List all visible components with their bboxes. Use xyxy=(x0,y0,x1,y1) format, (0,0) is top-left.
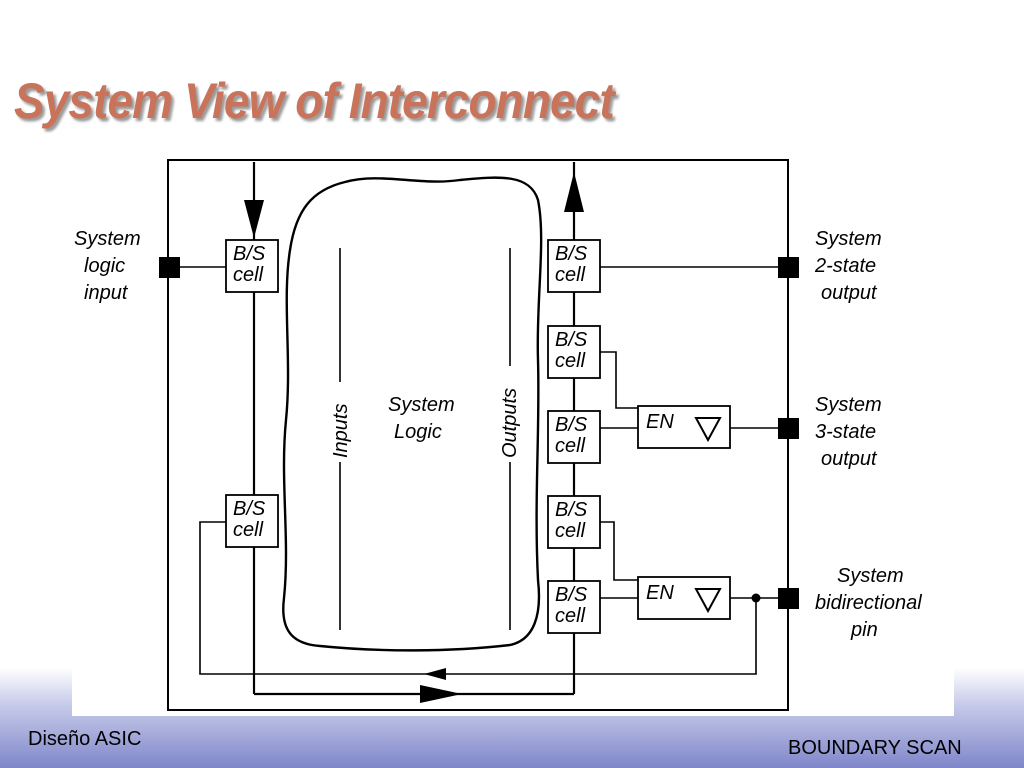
bs-cell-bidir-enable: B/S cell xyxy=(547,495,601,549)
logic-input-label-3: input xyxy=(84,282,129,304)
bs-cell-bidir-data: B/S cell xyxy=(547,580,601,634)
bs-cell-label: B/S xyxy=(233,243,266,265)
outputs-label: Outputs xyxy=(499,388,521,458)
bs-cell-label: cell xyxy=(555,605,586,627)
bs-cell-label: cell xyxy=(555,264,586,286)
buffer-triangle-icon xyxy=(694,588,722,614)
system-logic-label-2: Logic xyxy=(394,421,442,443)
enable-label: EN xyxy=(646,411,674,433)
system-logic-blob xyxy=(282,176,543,652)
enable-label: EN xyxy=(646,582,674,604)
bs-cell-two-state-output: B/S cell xyxy=(547,239,601,293)
tdi-arrow-icon xyxy=(244,200,264,238)
three-state-output-pin xyxy=(778,418,799,439)
bs-cell-label: B/S xyxy=(555,499,588,521)
bidir-buffer: EN xyxy=(637,576,731,620)
bidir-enable-wire xyxy=(600,521,638,581)
bs-cell-bidir-input: B/S cell xyxy=(225,494,279,548)
bs-cell-three-state-enable: B/S cell xyxy=(547,325,601,379)
boundary-scan-diagram: B/S cell B/S cell B/S cell B/S cell B/S … xyxy=(74,159,922,711)
bidir-label-1: System xyxy=(837,565,904,587)
logic-input-label-2: logic xyxy=(84,255,125,277)
bidir-junction-dot xyxy=(751,593,761,603)
three-state-enable-wire xyxy=(600,351,638,409)
bs-cell-label: B/S xyxy=(233,498,266,520)
scan-bottom-arrow-icon xyxy=(420,685,462,703)
two-state-label-3: output xyxy=(821,282,878,304)
bs-cell-label: B/S xyxy=(555,329,588,351)
bs-cell-label: cell xyxy=(555,350,586,372)
buffer-triangle-icon xyxy=(694,417,722,443)
two-state-output-pin xyxy=(778,257,799,278)
bs-cell-label: cell xyxy=(233,264,264,286)
two-state-label-2: 2-state xyxy=(814,255,876,277)
inputs-label: Inputs xyxy=(330,404,352,458)
three-state-label-2: 3-state xyxy=(815,421,876,443)
bs-cell-label: cell xyxy=(555,435,586,457)
bs-cell-label: B/S xyxy=(555,414,588,436)
system-logic-label-1: System xyxy=(388,394,455,416)
bs-cell-label: B/S xyxy=(555,243,588,265)
logic-input-label-1: System xyxy=(74,228,141,250)
footer-course-label: Diseño ASIC xyxy=(28,728,142,750)
bs-cell-label: cell xyxy=(555,520,586,542)
footer-topic-label: BOUNDARY SCAN xyxy=(788,737,962,759)
bidir-label-2: bidirectional xyxy=(815,592,922,614)
bidir-feedback-loop xyxy=(199,521,757,675)
bs-cell-three-state-data: B/S cell xyxy=(547,410,601,464)
three-state-label-3: output xyxy=(821,448,878,470)
two-state-label-1: System xyxy=(815,228,882,250)
three-state-label-1: System xyxy=(815,394,882,416)
bs-cell-label: B/S xyxy=(555,584,588,606)
tdo-arrow-icon xyxy=(564,172,584,212)
bidirectional-pin xyxy=(778,588,799,609)
bs-cell-logic-input: B/S cell xyxy=(225,239,279,293)
slide-title: System View of Interconnect xyxy=(14,73,615,129)
three-state-buffer: EN xyxy=(637,405,731,449)
diagram-panel: B/S cell B/S cell B/S cell B/S cell B/S … xyxy=(72,150,954,716)
bs-cell-label: cell xyxy=(233,519,264,541)
feedback-arrow-icon xyxy=(424,668,446,680)
logic-input-pin xyxy=(159,257,180,278)
bidir-label-3: pin xyxy=(850,619,878,641)
